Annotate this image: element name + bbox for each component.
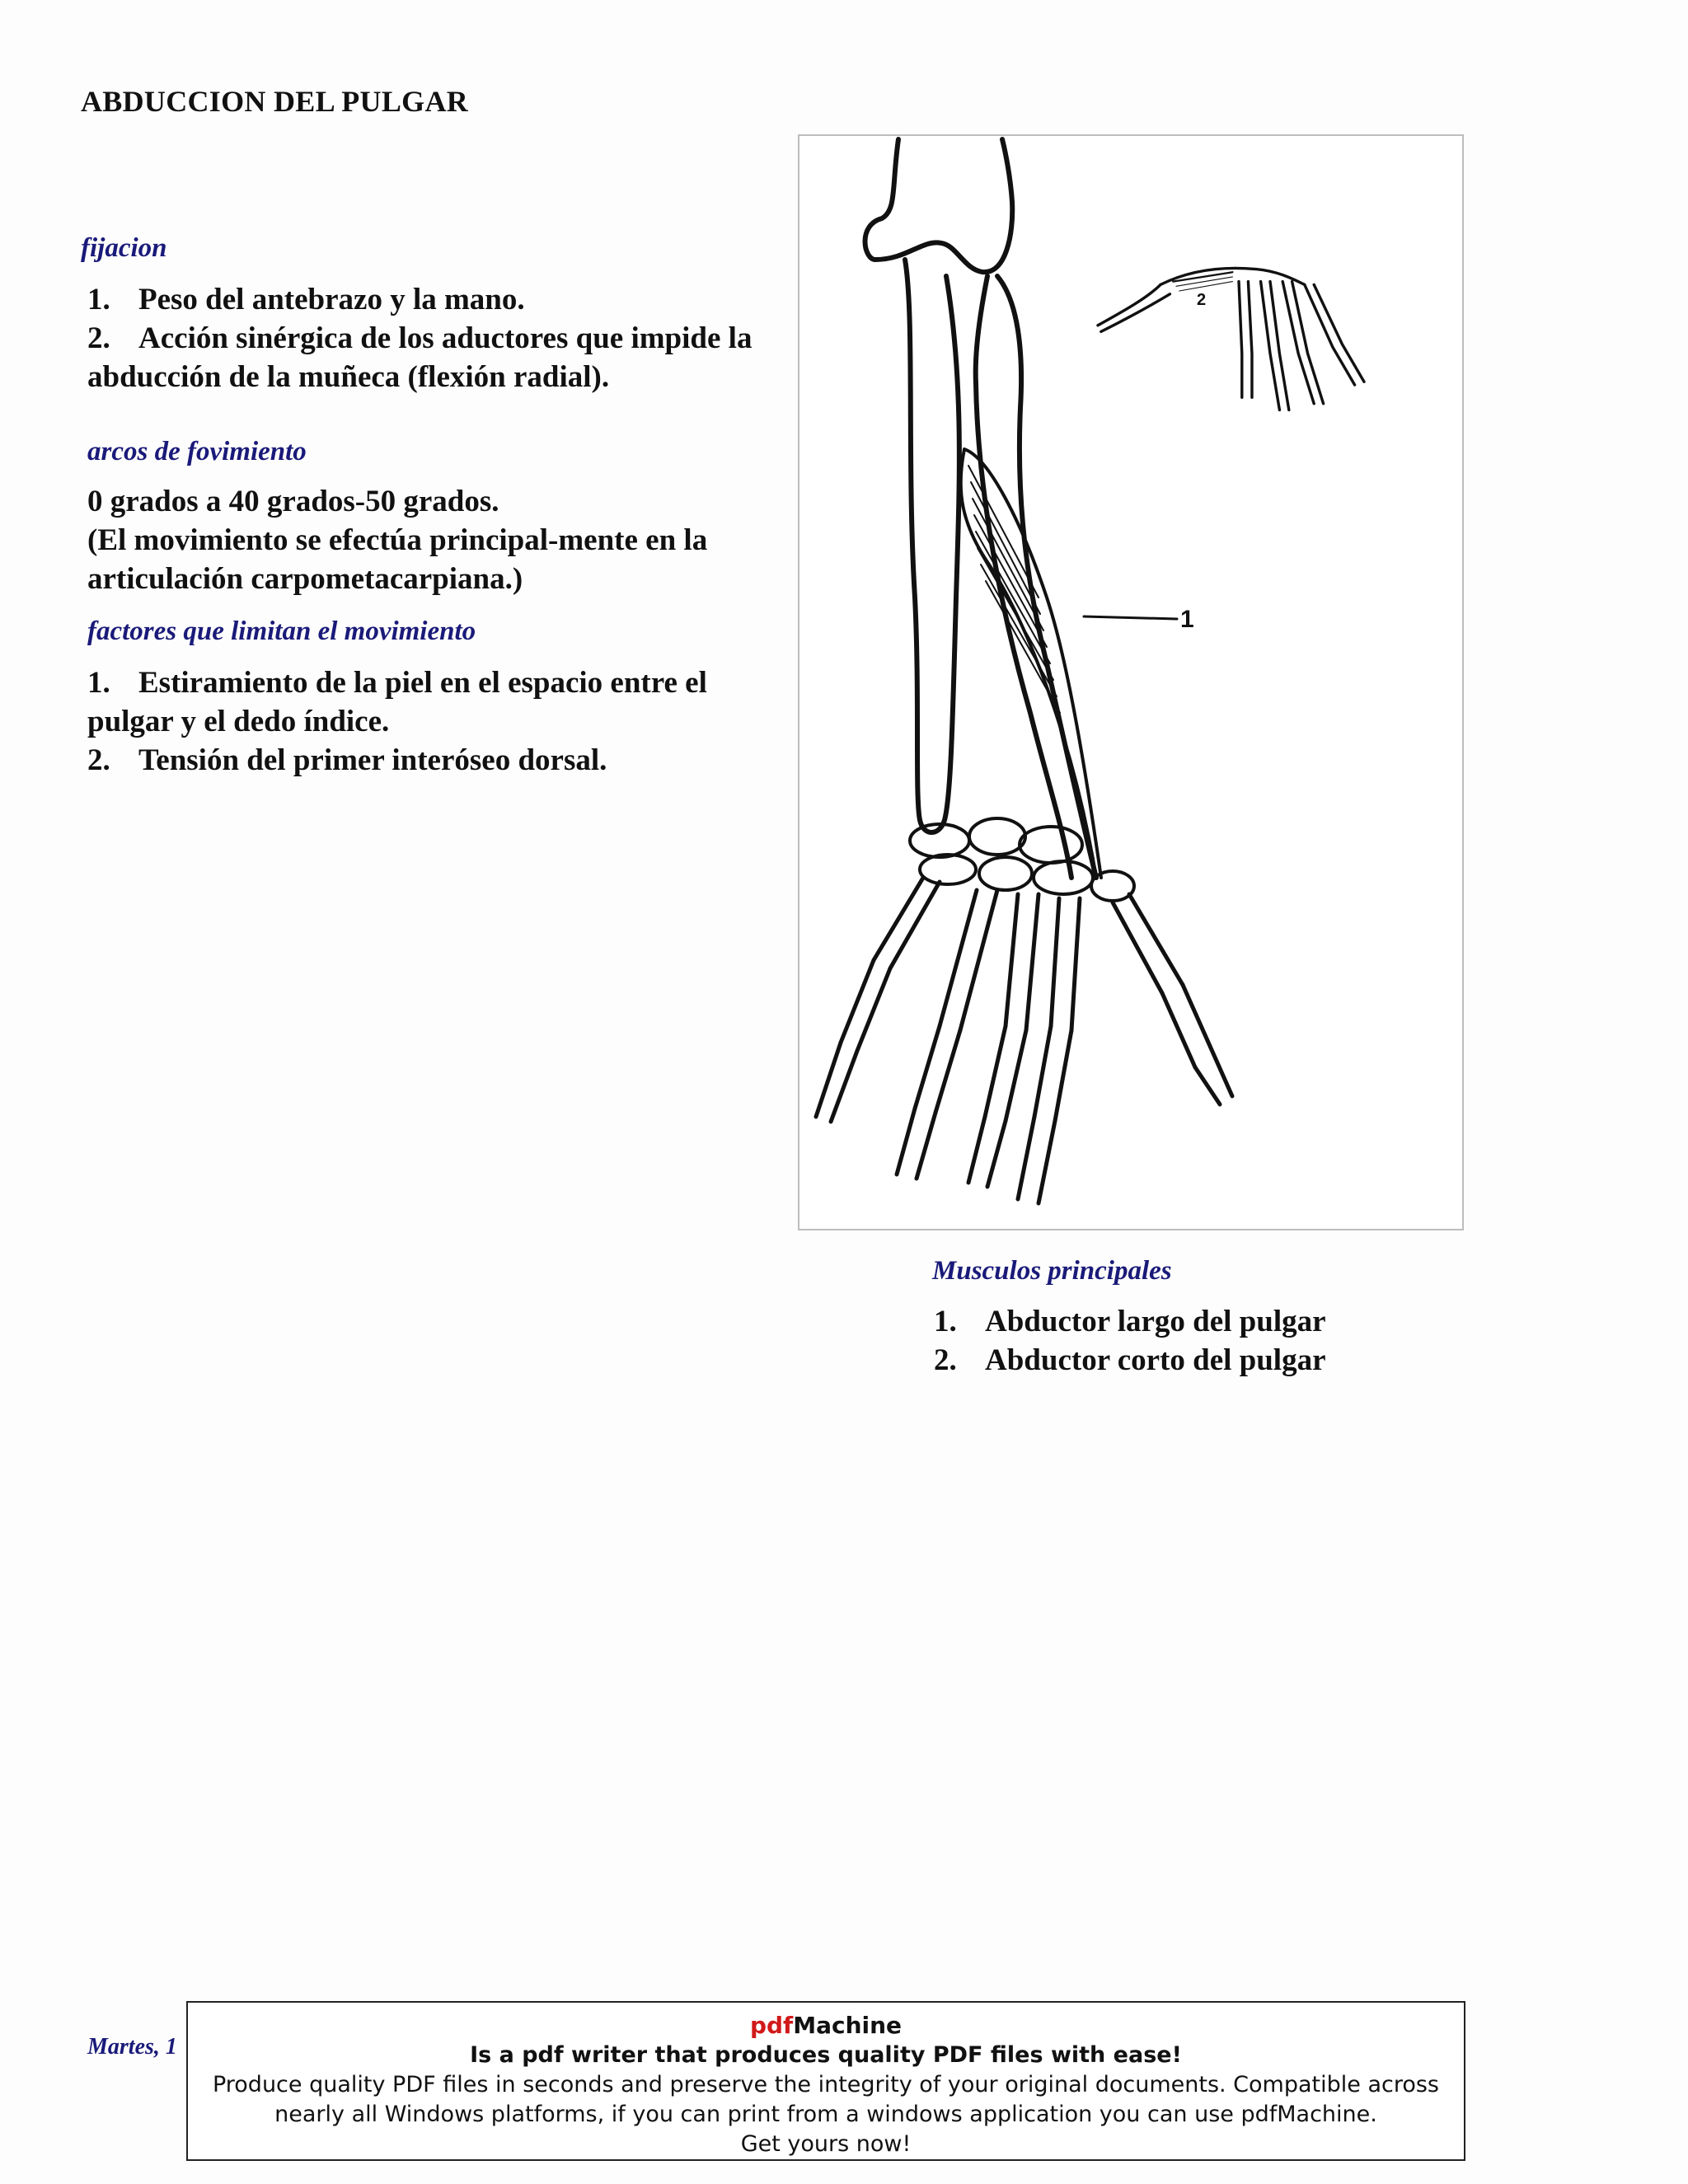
label-1-leader [1082,615,1179,621]
anatomy-figure: 1 [798,134,1464,1230]
forearm-hand-illustration: 1 [814,137,1366,1206]
list-continuation: abducción de la muñeca (flexión radial). [87,360,610,394]
item-text: Peso del antebrazo y la mano. [138,283,525,316]
banner-description-2: nearly all Windows platforms, if you can… [274,2102,1377,2127]
item-number: 1. [87,283,110,316]
arcos-heading: arcos de fovimiento [87,437,307,466]
item-text: Acción sinérgica de los aductores que im… [138,321,753,355]
muscle-fibers [968,465,1061,714]
list-item: 2. Acción sinérgica de los aductores que … [87,319,798,358]
banner-description-1: Produce quality PDF files in seconds and… [212,2072,1440,2097]
list-item: 2. Tensión del primer interóseo dorsal. [87,741,743,780]
item-number: 2. [87,321,110,355]
item-number: 2. [87,743,110,777]
musculos-list: 1. Abductor largo del pulgar 2. Abductor c… [934,1302,1326,1380]
factores-list: 1. Estiramiento de la piel en el espacio … [87,663,743,780]
item-number: 2. [934,1343,957,1377]
label-2: 2 [1197,291,1206,309]
label-1: 1 [1180,606,1194,633]
abductor-longus-muscle [959,448,1103,879]
list-item: 1. Estiramiento de la piel en el espacio … [87,663,743,702]
inset-hand-illustration [1096,266,1366,412]
humerus-bone [862,137,1015,275]
list-item: pulgar y el dedo índice. [87,702,743,741]
footer-date: Martes, 1 [87,2034,177,2060]
page-title: ABDUCCION DEL PULGAR [81,85,469,118]
factores-heading: factores que limitan el movimiento [87,616,476,646]
carpal-bones [908,817,1136,902]
item-text: Estiramiento de la piel en el espacio en… [138,666,707,700]
item-number: 1. [934,1305,957,1338]
finger-bones [814,875,1235,1206]
banner-cta[interactable]: Get yours now! [740,2131,912,2157]
brand-pdf: pdf [749,2012,794,2039]
text-line: articulación carpometacarpiana.) [87,562,523,596]
list-item: 1. Peso del antebrazo y la mano. [87,280,798,319]
item-text: pulgar y el dedo índice. [87,705,390,738]
list-item: 2. Abductor corto del pulgar [934,1341,1326,1380]
brand-machine: Machine [793,2012,903,2039]
item-text: Tensión del primer interóseo dorsal. [138,743,607,777]
banner-brand: pdfMachine [188,2011,1464,2041]
item-number: 1. [87,666,110,700]
text-line: 0 grados a 40 grados-50 grados. [87,485,499,518]
arcos-text: 0 grados a 40 grados-50 grados. (El movi… [87,482,798,598]
ulna-bone [903,257,962,835]
item-text: Abductor corto del pulgar [985,1343,1326,1377]
list-item: 1. Abductor largo del pulgar [934,1302,1326,1341]
pdfmachine-banner[interactable]: pdfMachine Is a pdf writer that produces… [186,2001,1465,2161]
item-text: Abductor largo del pulgar [985,1305,1326,1338]
fijacion-heading: fijacion [81,233,167,263]
musculos-heading: Musculos principales [932,1256,1172,1286]
text-line: (El movimiento se efectúa principal-ment… [87,523,708,557]
fijacion-list: 1. Peso del antebrazo y la mano. 2. Acción… [87,280,798,396]
banner-tagline: Is a pdf writer that produces quality PD… [470,2042,1182,2068]
